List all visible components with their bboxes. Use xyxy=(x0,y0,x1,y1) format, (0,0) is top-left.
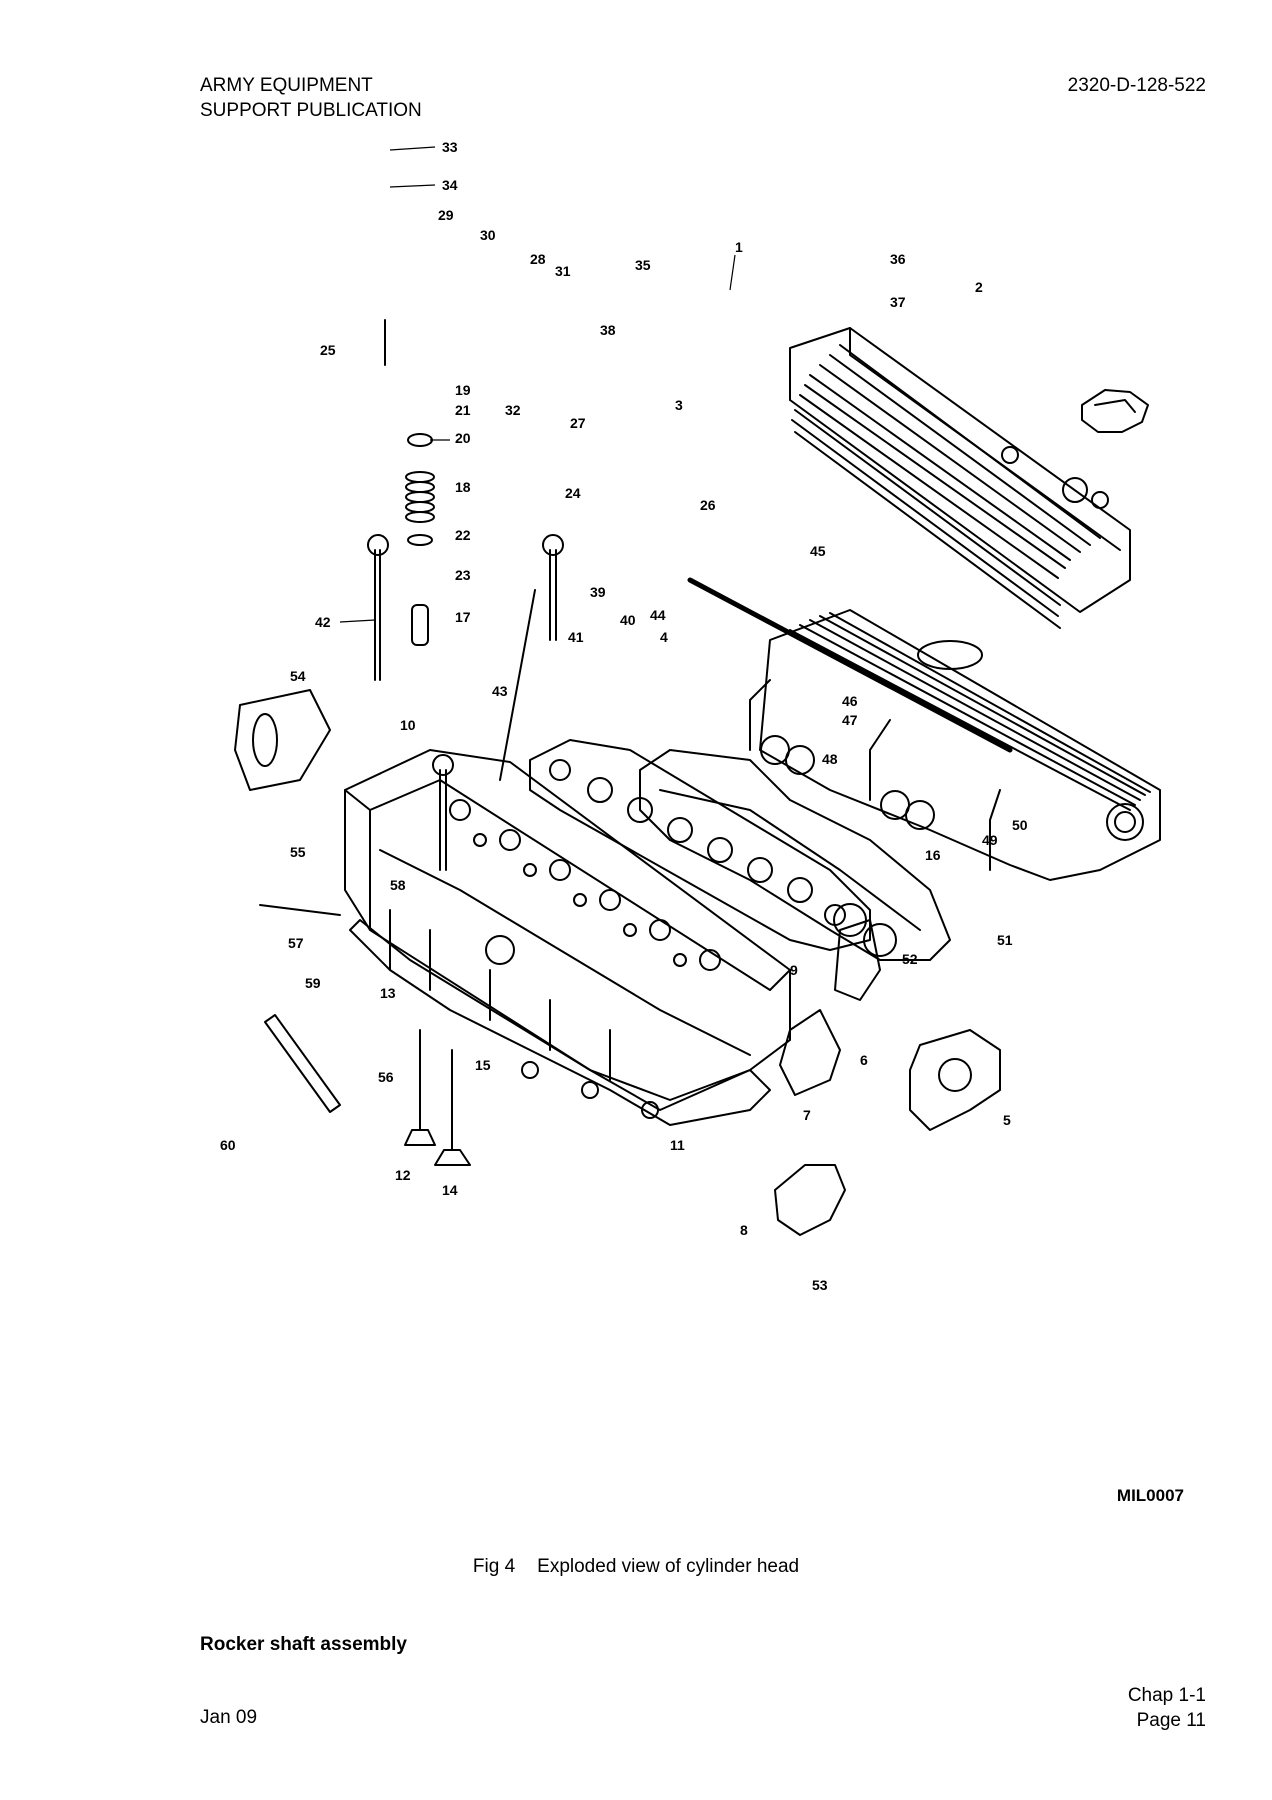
thermostat-housing-shape xyxy=(909,1029,1001,1131)
callout-19: 19 xyxy=(455,382,471,398)
manifold-gasket-shape xyxy=(529,739,871,951)
callout-52: 52 xyxy=(902,951,918,967)
callout-35: 35 xyxy=(635,257,651,273)
callout-56: 56 xyxy=(378,1069,394,1085)
rocker-cover-shape xyxy=(789,327,1131,629)
callout-9: 9 xyxy=(790,962,798,978)
valve-14-shape xyxy=(434,1049,471,1166)
header-doc-number: 2320-D-128-522 xyxy=(1067,75,1206,96)
callout-33: 33 xyxy=(442,139,458,155)
callout-43: 43 xyxy=(492,683,508,699)
bolt-41-shape xyxy=(549,549,557,641)
gasket-6-shape xyxy=(779,1009,841,1096)
footer-date: Jan 09 xyxy=(200,1707,258,1728)
exhaust-manifold-shape xyxy=(639,749,951,961)
figure-caption: Fig 4 Exploded view of cylinder head xyxy=(0,1556,1272,1578)
callout-50: 50 xyxy=(1012,817,1028,833)
footer-page-ref: Chap 1-1 Page 11 xyxy=(1128,1683,1206,1733)
callout-60: 60 xyxy=(220,1137,236,1153)
callout-2: 2 xyxy=(975,279,983,295)
callout-11: 11 xyxy=(670,1137,685,1153)
cylinder-head-drawing: 1 2 3 4 5 6 7 8 9 10 11 12 13 14 15 16 1… xyxy=(220,139,1161,1293)
callout-5: 5 xyxy=(1003,1112,1011,1128)
valve-spring-shape xyxy=(405,471,435,523)
footer-chapter: Chap 1-1 xyxy=(1127,1685,1206,1706)
callout-58: 58 xyxy=(390,877,406,893)
gasket-52-shape xyxy=(834,919,881,1001)
drawing-id: MIL0007 xyxy=(1116,1486,1184,1505)
callout-36: 36 xyxy=(890,251,906,267)
figure-caption-text: Exploded view of cylinder head xyxy=(537,1556,800,1577)
callout-16: 16 xyxy=(925,847,941,863)
callout-46: 46 xyxy=(842,693,858,709)
bolt-42-shape xyxy=(374,549,381,681)
callout-26: 26 xyxy=(700,497,716,513)
plate-54-shape xyxy=(234,689,331,791)
callout-20: 20 xyxy=(455,430,471,446)
callout-22: 22 xyxy=(455,527,471,543)
callout-15: 15 xyxy=(475,1057,491,1073)
callout-44: 44 xyxy=(650,607,666,623)
callout-40: 40 xyxy=(620,612,636,628)
callout-41: 41 xyxy=(568,629,584,645)
header-org-line2: SUPPORT PUBLICATION xyxy=(200,100,422,121)
callout-8: 8 xyxy=(740,1222,748,1238)
glow-plug-shape xyxy=(259,904,341,916)
callout-51: 51 xyxy=(997,932,1013,948)
callout-38: 38 xyxy=(600,322,616,338)
callout-13: 13 xyxy=(380,985,396,1001)
callout-27: 27 xyxy=(570,415,586,431)
callout-1: 1 xyxy=(735,239,743,255)
callout-7: 7 xyxy=(803,1107,811,1123)
callout-42: 42 xyxy=(315,614,331,630)
section-heading: Rocker shaft assembly xyxy=(200,1634,407,1655)
callout-32: 32 xyxy=(505,402,521,418)
callout-3: 3 xyxy=(675,397,683,413)
filler-cap-shape xyxy=(1081,389,1149,433)
head-gasket-shape xyxy=(349,919,771,1126)
header-publisher: ARMY EQUIPMENT SUPPORT PUBLICATION xyxy=(200,73,422,123)
callout-24: 24 xyxy=(565,485,581,501)
valve-12-shape xyxy=(404,1029,436,1146)
figure-caption-number: Fig 4 xyxy=(472,1556,516,1577)
callout-47: 47 xyxy=(842,712,858,728)
callout-25: 25 xyxy=(320,342,336,358)
callout-59: 59 xyxy=(305,975,321,991)
callout-34: 34 xyxy=(442,177,458,193)
callout-39: 39 xyxy=(590,584,606,600)
header-org-line1: ARMY EQUIPMENT xyxy=(200,75,373,96)
callout-57: 57 xyxy=(288,935,304,951)
callout-17: 17 xyxy=(455,609,471,625)
callout-55: 55 xyxy=(290,844,306,860)
callout-54: 54 xyxy=(290,668,306,684)
callout-49: 49 xyxy=(982,832,998,848)
callout-18: 18 xyxy=(455,479,471,495)
bolt-58-shape xyxy=(439,769,447,871)
exploded-view-figure: 1 2 3 4 5 6 7 8 9 10 11 12 13 14 15 16 1… xyxy=(220,139,1230,1510)
callout-21: 21 xyxy=(455,402,471,418)
callout-31: 31 xyxy=(555,263,571,279)
callout-30: 30 xyxy=(480,227,496,243)
callout-28: 28 xyxy=(530,251,546,267)
callout-4: 4 xyxy=(660,629,668,645)
callout-53: 53 xyxy=(812,1277,828,1293)
footer-page: Page 11 xyxy=(1136,1710,1206,1731)
pushrod-shape xyxy=(499,589,536,781)
callout-48: 48 xyxy=(822,751,838,767)
rocker-shaft-shape xyxy=(687,577,1013,753)
callout-29: 29 xyxy=(438,207,454,223)
callout-14: 14 xyxy=(442,1182,458,1198)
callout-23: 23 xyxy=(455,567,471,583)
injector-shape xyxy=(264,1014,341,1113)
inlet-manifold-shape xyxy=(749,609,1161,881)
callout-37: 37 xyxy=(890,294,906,310)
callout-12: 12 xyxy=(395,1167,411,1183)
callout-45: 45 xyxy=(810,543,826,559)
callout-10: 10 xyxy=(400,717,416,733)
water-elbow-shape xyxy=(774,1164,846,1236)
callout-6: 6 xyxy=(860,1052,868,1068)
